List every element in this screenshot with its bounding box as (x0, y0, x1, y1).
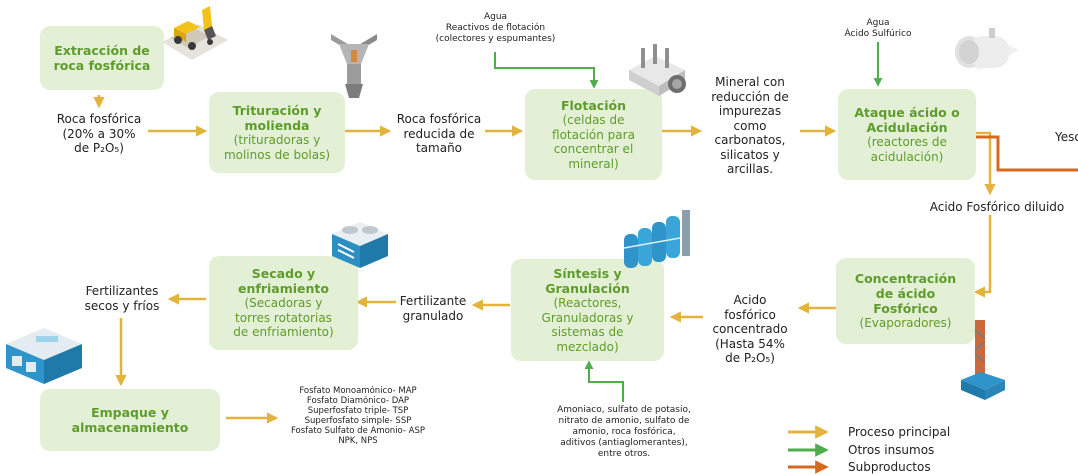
arrow-ataque-yeso (976, 135, 1078, 172)
arrow-insumos-sintesis (584, 360, 624, 402)
crusher-icon (331, 34, 377, 98)
evaporator-tower-icon (961, 320, 1005, 400)
tank-icon (955, 28, 1019, 70)
legend-subproductos: Subproductos (848, 460, 931, 474)
label-roca-fosforica: Roca fosfórica(20% a 30%de P₂O₅) (56, 112, 142, 155)
label-acido-diluido: Acido Fosfórico diluido (922, 200, 1072, 215)
box-flotacion-title: Flotación (560, 98, 626, 113)
label-insumos-sintesis: Amoniaco, sulfato de potasio,nitrato de … (557, 405, 691, 459)
cooling-tower-icon (332, 222, 388, 268)
legend-otros-insumos: Otros insumos (848, 443, 935, 457)
flotation-cell-icon (629, 44, 686, 96)
arrow-reactivos-flotacion (494, 52, 599, 89)
legend-proceso-principal: Proceso principal (848, 425, 951, 439)
label-yeso: Yeso (1055, 130, 1078, 144)
arrow-diluido-concentracion (973, 210, 992, 298)
mining-truck-icon (162, 6, 228, 60)
arrow-ataque-diluido (976, 131, 996, 196)
warehouse-icon (6, 328, 82, 384)
box-concentracion-subtitle: (Evaporadores) (859, 316, 952, 331)
silos-icon (623, 210, 690, 268)
